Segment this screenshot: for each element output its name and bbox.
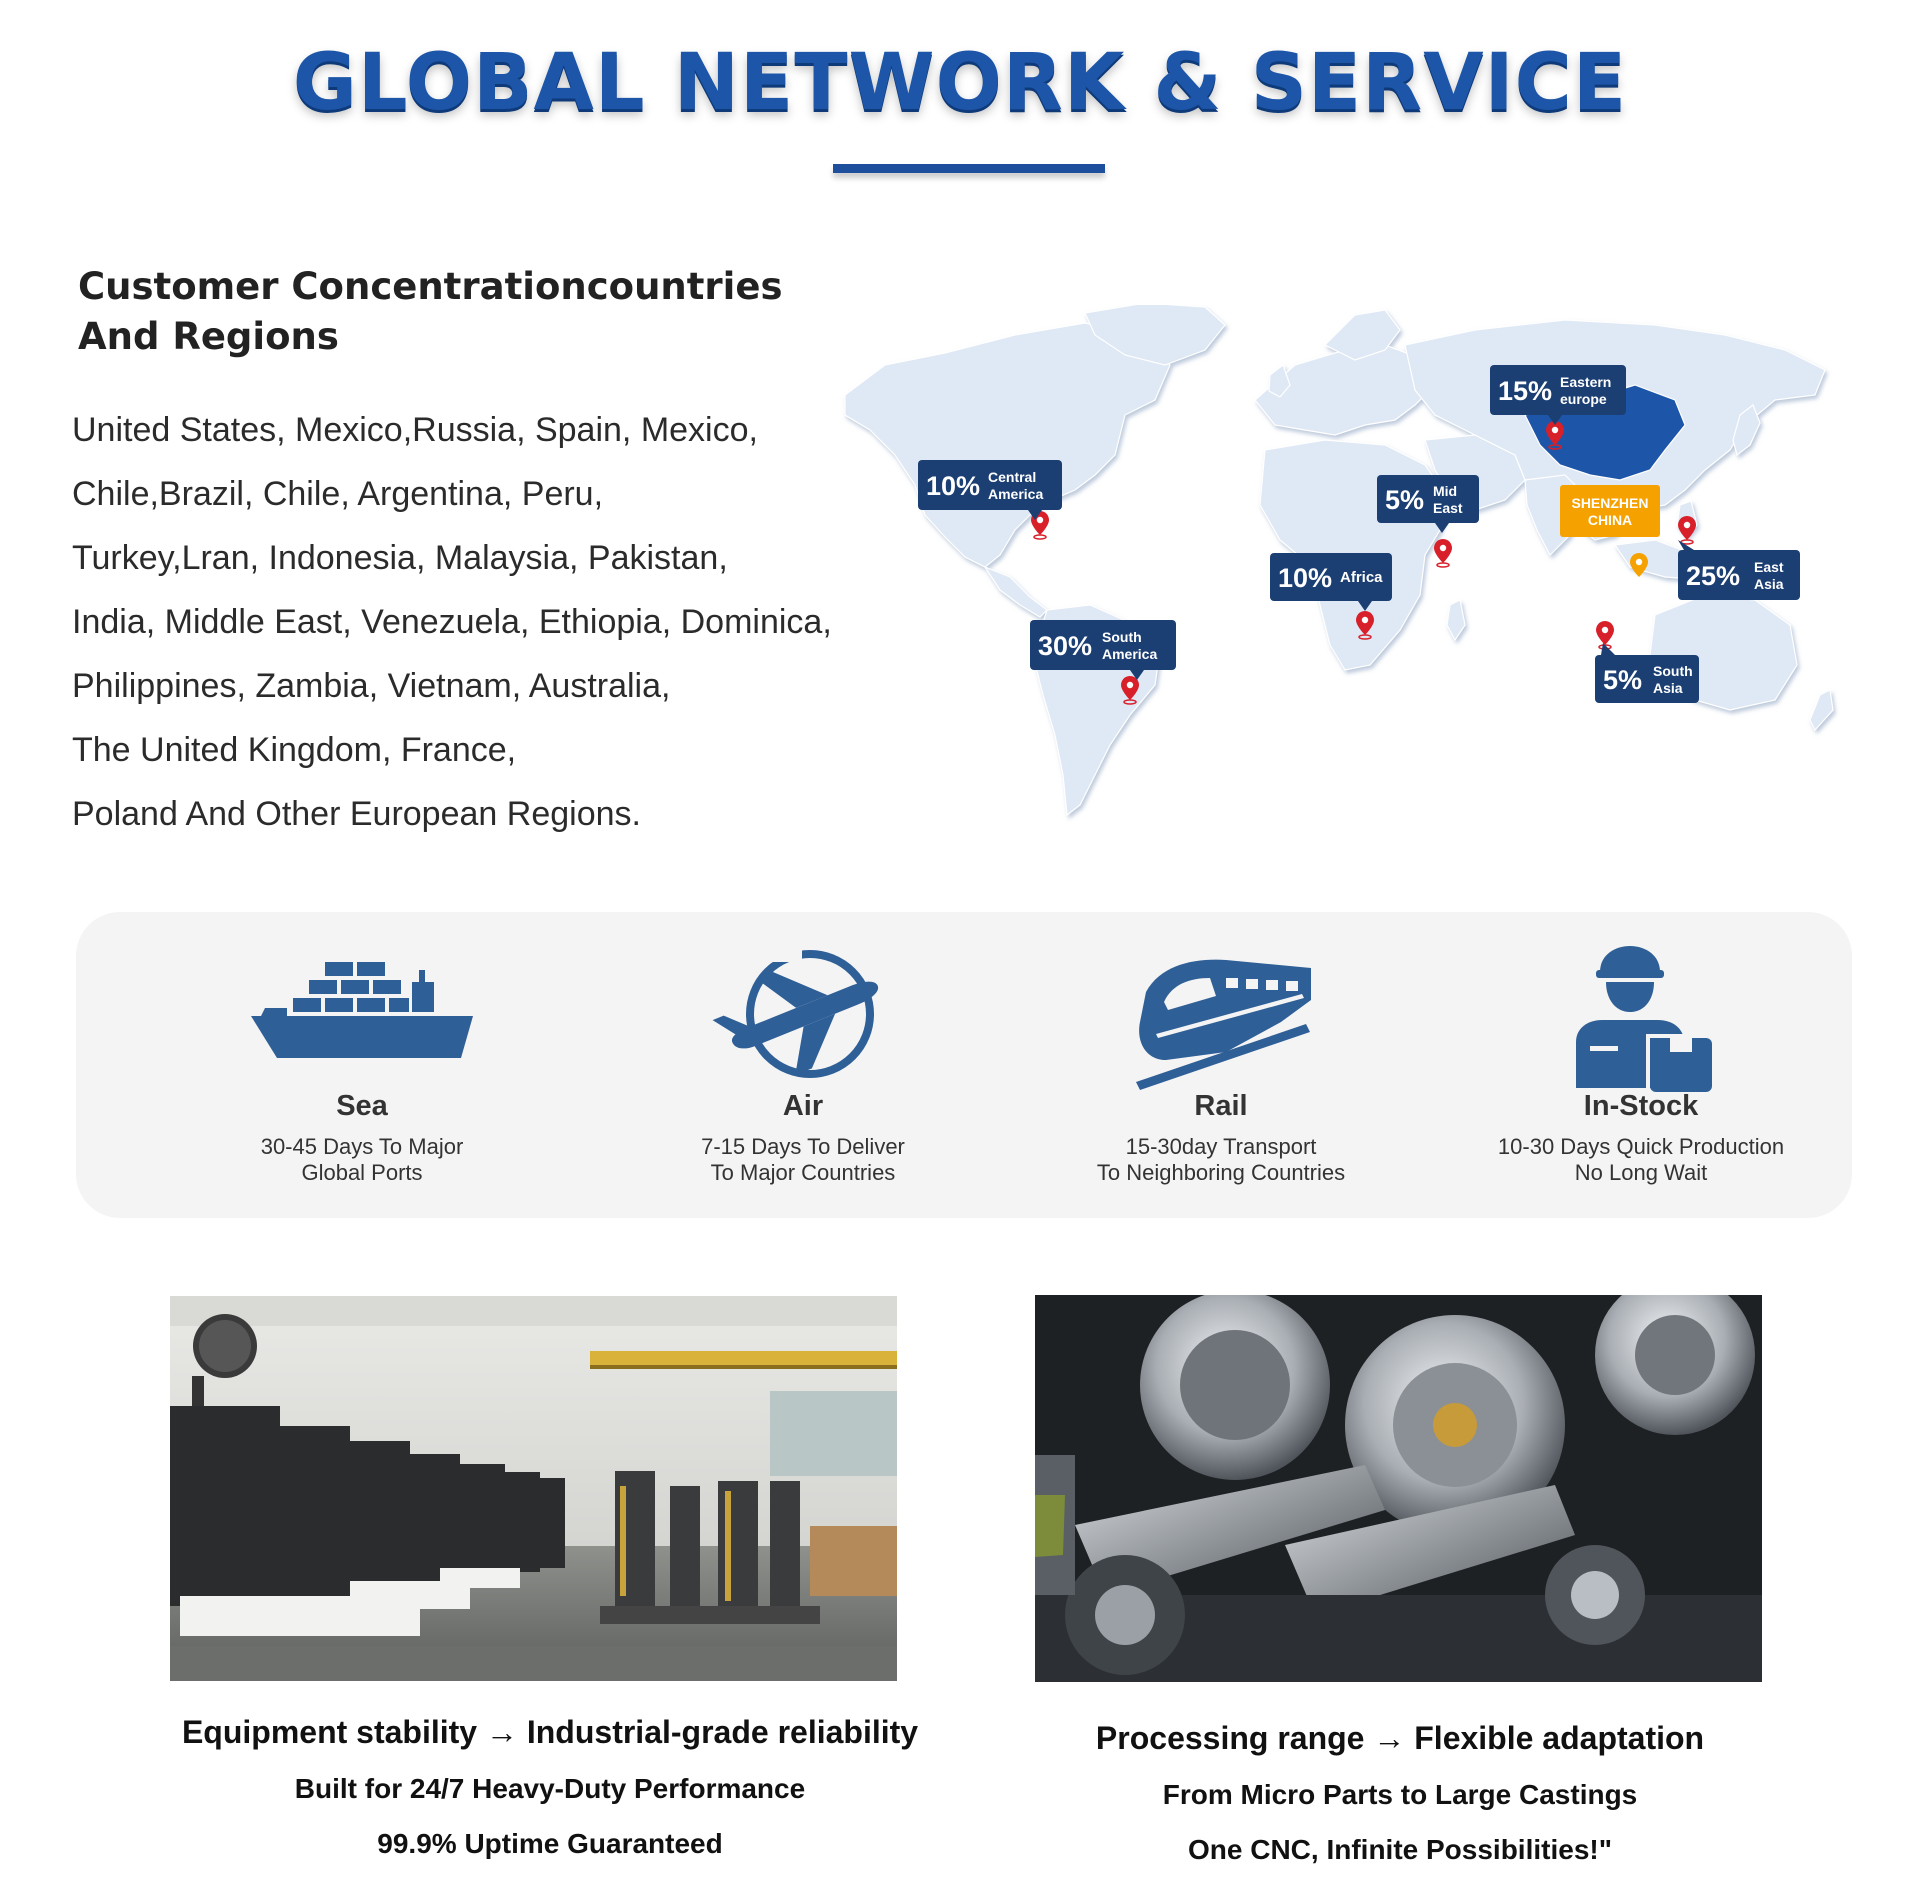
shipping-option-name: In-Stock	[1583, 1090, 1699, 1122]
location-pin-icon	[1595, 620, 1615, 650]
greenland-shape	[1084, 305, 1226, 366]
train-icon	[1136, 959, 1311, 1090]
hq-label: SHENZHEN	[1571, 495, 1648, 511]
shipping-option-detail: 10-30 Days Quick Production	[1497, 1134, 1785, 1159]
shipping-option-detail: To Neighboring Countries	[1096, 1160, 1346, 1185]
shipping-option-name: Air	[782, 1090, 824, 1122]
shipping-option-detail: Global Ports	[301, 1160, 423, 1185]
north-america-shape	[844, 322, 1171, 568]
region-badge-mid-east: 5% Mid East	[1377, 475, 1479, 533]
region-label: East	[1754, 559, 1784, 575]
uk-shape	[1268, 364, 1291, 398]
feature-line: Built for 24/7 Heavy-Duty Performance	[294, 1773, 806, 1804]
warehouse-worker-icon	[1576, 946, 1716, 1092]
customer-regions-heading: Customer Concentrationcountries And Regi…	[78, 262, 838, 362]
cargo-ship-icon	[251, 962, 473, 1058]
region-percent: 10%	[926, 471, 980, 501]
region-label: South	[1653, 663, 1693, 679]
feature-line: From Micro Parts to Large Castings	[1162, 1779, 1638, 1810]
scandinavia-shape	[1323, 309, 1401, 361]
shipping-option-detail: 15-30day Transport	[1125, 1134, 1317, 1159]
feature-line: One CNC, Infinite Possibilities!"	[1188, 1834, 1612, 1865]
page-title: GLOBAL NETWORK & SERVICE	[292, 38, 1628, 128]
region-label: Mid	[1433, 483, 1457, 499]
shipping-options-panel: Sea 30-45 Days To Major Global Ports Air…	[76, 912, 1852, 1218]
location-pin-icon	[1433, 538, 1453, 568]
region-label: Central	[988, 469, 1036, 485]
region-badge-east-asia: 25% East Asia	[1678, 540, 1800, 600]
region-label: South	[1102, 629, 1142, 645]
heading-line: Customer Concentrationcountries	[78, 265, 783, 308]
airplane-icon	[712, 948, 879, 1078]
region-percent: 5%	[1603, 665, 1642, 695]
cnc-turret-photo	[1035, 1295, 1762, 1682]
region-percent: 15%	[1498, 376, 1552, 406]
new-zealand-shape	[1809, 689, 1834, 732]
country-line: Turkey,Lran, Indonesia, Malaysia, Pakist…	[72, 539, 728, 577]
madagascar-shape	[1446, 599, 1466, 642]
title-underline	[833, 164, 1105, 173]
factory-floor-photo	[170, 1296, 897, 1681]
feature-heading: Processing range → Flexible adaptation	[1095, 1720, 1705, 1756]
shipping-option-detail: To Major Countries	[710, 1160, 896, 1185]
country-list: United States, Mexico,Russia, Spain, Mex…	[72, 398, 862, 846]
region-badge-eastern-europe: 15% Eastern europe	[1490, 365, 1626, 425]
country-line: Poland And Other European Regions.	[72, 795, 641, 833]
region-percent: 30%	[1038, 631, 1092, 661]
country-line: Philippines, Zambia, Vietnam, Australia,	[72, 667, 671, 705]
region-label: europe	[1560, 391, 1607, 407]
region-badge-central-america: 10% Central America	[918, 460, 1062, 520]
region-percent: 10%	[1278, 563, 1332, 593]
world-map: 10% Central America 30% South America 15…	[844, 305, 1834, 817]
hq-label: CHINA	[1588, 512, 1632, 528]
shipping-option-in-stock: In-Stock 10-30 Days Quick Production No …	[1431, 912, 1851, 1218]
location-pin-icon	[1677, 515, 1697, 545]
country-line: India, Middle East, Venezuela, Ethiopia,…	[72, 603, 832, 641]
region-label: Eastern	[1560, 374, 1611, 390]
country-line: The United Kingdom, France,	[72, 731, 517, 769]
central-america-shape	[983, 565, 1048, 618]
region-label: Asia	[1754, 576, 1784, 592]
shipping-option-name: Sea	[336, 1090, 388, 1122]
region-label: Asia	[1653, 680, 1683, 696]
shipping-option-detail: No Long Wait	[1574, 1160, 1708, 1185]
region-percent: 25%	[1686, 561, 1740, 591]
heading-line: And Regions	[78, 315, 339, 358]
shipping-option-detail: 7-15 Days To Deliver	[701, 1134, 905, 1159]
shipping-option-name: Rail	[1194, 1090, 1248, 1122]
shipping-option-detail: 30-45 Days To Major	[260, 1134, 464, 1159]
region-badge-africa: 10% Africa	[1270, 553, 1392, 611]
hq-badge-shenzhen: SHENZHEN CHINA	[1560, 485, 1660, 537]
japan-shape	[1732, 404, 1761, 457]
region-badge-south-asia: 5% South Asia	[1595, 643, 1699, 703]
shipping-option-air: Air 7-15 Days To Deliver To Major Countr…	[593, 912, 1013, 1218]
hq-pin-icon	[1630, 553, 1648, 577]
region-label: Africa	[1340, 569, 1383, 586]
region-label: America	[1102, 646, 1157, 662]
feature-line: 99.9% Uptime Guaranteed	[377, 1828, 723, 1859]
shipping-option-rail: Rail 15-30day Transport To Neighboring C…	[1011, 912, 1431, 1218]
region-percent: 5%	[1385, 485, 1424, 515]
feature-heading: Equipment stability → Industrial-grade r…	[181, 1714, 919, 1750]
region-label: America	[988, 486, 1043, 502]
country-line: United States, Mexico,Russia, Spain, Mex…	[72, 411, 758, 449]
region-label: East	[1433, 500, 1463, 516]
country-line: Chile,Brazil, Chile, Argentina, Peru,	[72, 475, 604, 513]
region-badge-south-america: 30% South America	[1030, 620, 1176, 680]
shipping-option-sea: Sea 30-45 Days To Major Global Ports	[152, 912, 572, 1218]
